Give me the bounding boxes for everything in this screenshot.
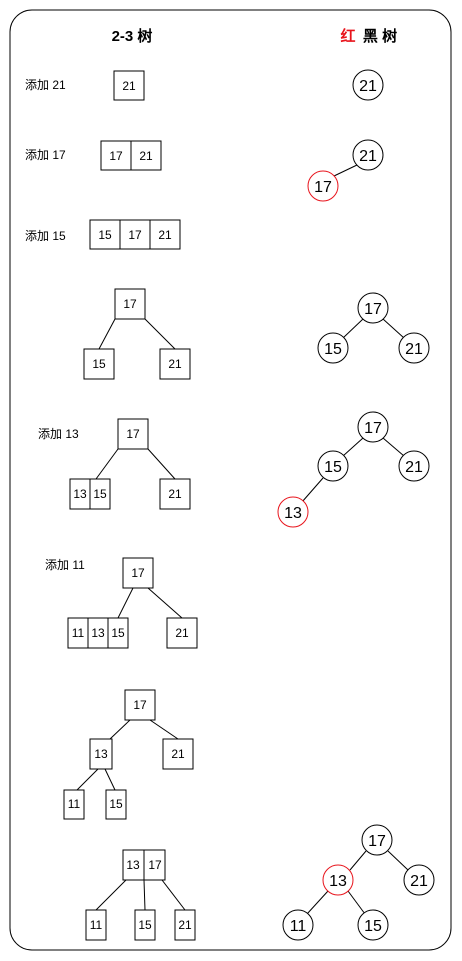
key: 15	[324, 459, 342, 476]
key: 15	[111, 626, 125, 640]
key: 21	[158, 228, 172, 242]
step-label-add-17: 添加 17	[25, 148, 66, 162]
tree23-step2: 17 21	[100, 140, 162, 171]
header-red-char: 红	[340, 27, 355, 45]
tree23-step4: 17 15 21	[83, 288, 191, 380]
header-2-3-tree: 2-3 树	[112, 27, 153, 45]
rb-node-red	[307, 170, 339, 202]
rb-node	[282, 909, 314, 941]
key: 13	[94, 747, 108, 761]
rb-node	[317, 332, 349, 364]
rb-step2: 21 17	[307, 139, 384, 202]
key: 21	[175, 626, 189, 640]
key: 17	[133, 698, 147, 712]
key: 21	[405, 341, 423, 358]
key: 13	[126, 858, 140, 872]
step-label-add-21: 添加 21	[25, 78, 66, 92]
key: 21	[171, 747, 185, 761]
key: 21	[168, 487, 182, 501]
key: 13	[91, 626, 105, 640]
key: 21	[405, 459, 423, 476]
key: 15	[324, 341, 342, 358]
tree23-step7: 17 13 21 11 15	[63, 689, 194, 820]
key: 17	[314, 179, 332, 196]
tree23-step5: 17 13 15 21	[69, 418, 191, 510]
key: 17	[368, 833, 386, 850]
rb-node	[357, 909, 389, 941]
rb-node-red	[322, 864, 354, 896]
key: 13	[329, 873, 347, 890]
header-black-tree: 黑 树	[363, 27, 397, 45]
key: 21	[139, 149, 153, 163]
key: 21	[168, 357, 182, 371]
key: 17	[364, 420, 382, 437]
tree23-step8: 13 17 11 15 21	[85, 849, 196, 941]
key: 17	[126, 427, 140, 441]
rb-node	[352, 139, 384, 171]
rb-node-red	[277, 496, 309, 528]
rb-node	[403, 864, 435, 896]
rb-node	[357, 411, 389, 443]
key: 15	[98, 228, 112, 242]
key: 17	[109, 149, 123, 163]
step-label-add-11: 添加 11	[45, 558, 85, 572]
key: 11	[68, 797, 81, 811]
step-label-add-15: 添加 15	[25, 229, 66, 243]
key: 21	[359, 78, 377, 95]
key: 21	[410, 873, 428, 890]
key: 13	[73, 487, 87, 501]
rb-step5: 17 15 21 13	[277, 411, 430, 528]
key: 21	[359, 148, 377, 165]
key: 15	[364, 918, 382, 935]
rb-node	[361, 824, 393, 856]
key: 13	[284, 505, 302, 522]
key: 11	[72, 626, 85, 640]
key: 15	[93, 487, 107, 501]
key: 21	[122, 79, 136, 93]
key: 17	[131, 566, 145, 580]
rb-node	[398, 450, 430, 482]
rb-node	[352, 69, 384, 101]
tree23-step1: 21	[113, 70, 145, 101]
key: 15	[92, 357, 106, 371]
rb-step1: 21	[352, 69, 384, 101]
rb-node	[357, 292, 389, 324]
rb-step8: 17 13 21 11 15	[282, 824, 435, 941]
key: 17	[128, 228, 142, 242]
key: 11	[290, 918, 307, 935]
tree23-step3: 15 17 21	[89, 219, 181, 250]
rb-step4: 17 15 21	[317, 292, 430, 364]
key: 11	[90, 918, 103, 932]
rb-node	[317, 450, 349, 482]
key: 17	[364, 301, 382, 318]
key: 15	[138, 918, 152, 932]
rb-node	[398, 332, 430, 364]
tree23-step6: 17 11 13 15 21	[67, 557, 198, 649]
key: 21	[178, 918, 192, 932]
key: 17	[123, 297, 137, 311]
key: 17	[148, 858, 162, 872]
key: 15	[109, 797, 123, 811]
step-label-add-13: 添加 13	[38, 427, 79, 441]
